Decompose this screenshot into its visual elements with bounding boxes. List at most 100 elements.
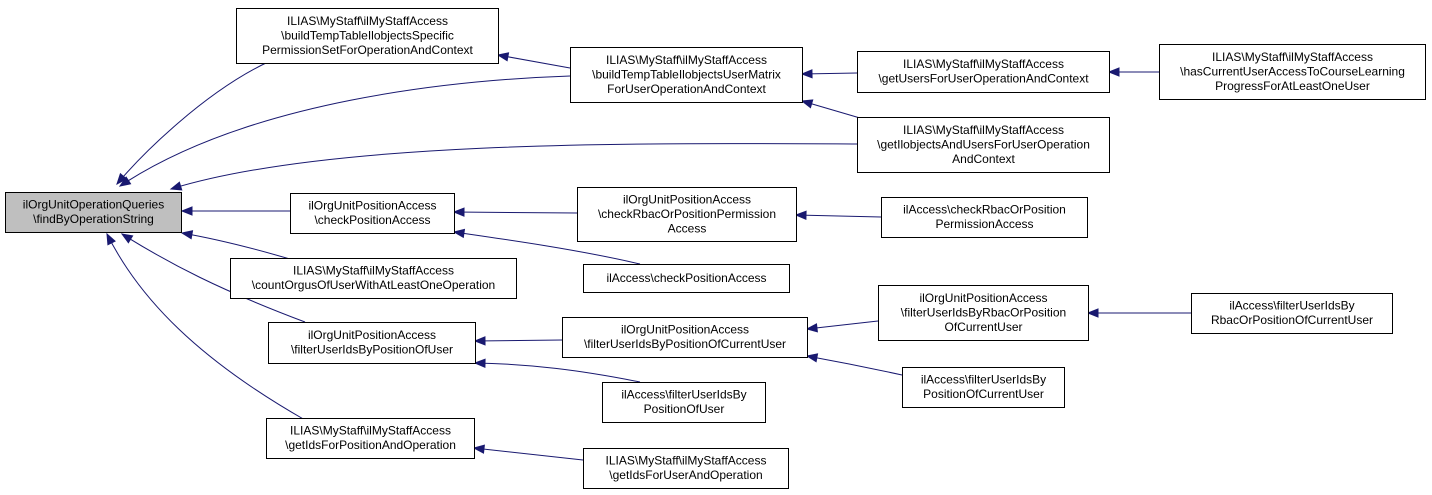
node-box[interactable] (266, 418, 475, 459)
node-n16[interactable]: ilAccess\filterUserIdsByPositionOfUser (602, 382, 766, 423)
node-label-line: ilOrgUnitPositionAccess (623, 192, 751, 206)
edge-line (106, 233, 306, 421)
node-n8[interactable]: ilAccess\checkRbacOrPositionPermissionAc… (881, 197, 1088, 238)
node-label-line: ilAccess\filterUserIdsBy (921, 373, 1046, 387)
edge-n10-root (180, 230, 301, 263)
node-n15[interactable]: ilAccess\filterUserIdsByPositionOfCurren… (902, 367, 1065, 408)
edge-line (474, 339, 563, 342)
node-label-line: PositionOfUser (644, 402, 725, 416)
node-label-line: \checkPositionAccess (314, 213, 430, 227)
edge-n13-n12 (805, 320, 879, 333)
edge-n2-n1 (496, 52, 571, 69)
node-box[interactable] (857, 51, 1110, 93)
edge-n6-root (180, 206, 290, 216)
node-box[interactable] (602, 382, 766, 423)
arrowhead (120, 233, 134, 244)
node-label-line: ilOrgUnitPositionAccess (308, 328, 436, 342)
node-label-line: ilOrgUnitOperationQueries (23, 198, 164, 212)
edge-n2-root (118, 75, 571, 187)
node-label-line: RbacOrPositionOfCurrentUser (1211, 313, 1373, 327)
node-label-line: ProgressForAtLeastOneUser (1215, 79, 1370, 93)
node-box[interactable] (857, 117, 1110, 173)
node-n6[interactable]: ilOrgUnitPositionAccess\checkPositionAcc… (290, 193, 455, 234)
node-box[interactable] (230, 258, 517, 299)
node-box[interactable] (5, 192, 182, 233)
node-n14[interactable]: ilAccess\filterUserIdsByRbacOrPositionOf… (1191, 293, 1393, 334)
node-label-line: ilOrgUnitPositionAccess (621, 323, 749, 337)
node-box[interactable] (881, 197, 1088, 238)
arrowhead (180, 206, 193, 216)
node-label-line: \getIdsForPositionAndOperation (285, 438, 456, 452)
node-n5[interactable]: ILIAS\MyStaff\ilMyStaffAccess\getIlobjec… (857, 117, 1110, 173)
edge-line (170, 143, 858, 190)
edge-n12-n11 (473, 336, 563, 346)
edge-n15-n12 (805, 353, 903, 376)
node-box[interactable] (570, 47, 803, 103)
arrowhead (452, 228, 466, 239)
edge-line (473, 447, 584, 461)
node-n3[interactable]: ILIAS\MyStaff\ilMyStaffAccess\getUsersFo… (857, 51, 1110, 93)
node-box[interactable] (236, 8, 499, 64)
edge-line (181, 232, 301, 263)
node-box[interactable] (1159, 44, 1426, 100)
arrowhead (118, 176, 132, 187)
node-n9[interactable]: ilAccess\checkPositionAccess (583, 264, 790, 293)
arrowhead (452, 207, 465, 217)
graph-nodes: ilOrgUnitOperationQueries\findByOperatio… (5, 8, 1426, 489)
arrowhead (805, 323, 818, 333)
node-label-line: ilOrgUnitPositionAccess (919, 291, 1047, 305)
node-label-line: ilAccess\checkPositionAccess (606, 271, 766, 285)
edge-line (119, 75, 571, 187)
node-label-line: ILIAS\MyStaff\ilMyStaffAccess (293, 264, 454, 278)
node-root[interactable]: ilOrgUnitOperationQueries\findByOperatio… (5, 192, 182, 233)
edge-n16-n11 (473, 358, 641, 383)
arrowhead (116, 172, 128, 186)
edge-line (806, 355, 903, 376)
node-box[interactable] (290, 193, 455, 234)
node-box[interactable] (583, 448, 789, 489)
arrowhead (794, 210, 807, 220)
edge-n5-root (169, 143, 858, 191)
node-n10[interactable]: ILIAS\MyStaff\ilMyStaffAccess\countOrgus… (230, 258, 517, 299)
node-n17[interactable]: ILIAS\MyStaff\ilMyStaffAccess\getIdsForP… (266, 418, 475, 459)
node-label-line: ilOrgUnitPositionAccess (308, 199, 436, 213)
node-label-line: \checkRbacOrPositionPermission (598, 207, 776, 221)
node-n12[interactable]: ilOrgUnitPositionAccess\filterUserIdsByP… (562, 317, 808, 358)
arrowhead (1107, 67, 1120, 77)
node-label-line: ILIAS\MyStaff\ilMyStaffAccess (290, 424, 451, 438)
node-label-line: ILIAS\MyStaff\ilMyStaffAccess (903, 57, 1064, 71)
node-box[interactable] (562, 317, 808, 358)
node-n1[interactable]: ILIAS\MyStaff\ilMyStaffAccess\buildTempT… (236, 8, 499, 64)
node-label-line: ilAccess\filterUserIdsBy (621, 388, 746, 402)
node-box[interactable] (878, 285, 1089, 341)
arrowhead (496, 52, 510, 62)
node-label-line: Access (668, 221, 707, 235)
arrowhead (805, 353, 819, 363)
node-label-line: \hasCurrentUserAccessToCourseLearning (1180, 64, 1405, 78)
edge-n7-n6 (452, 207, 578, 217)
node-n13[interactable]: ilOrgUnitPositionAccess\filterUserIdsByR… (878, 285, 1089, 341)
node-label-line: ilAccess\checkRbacOrPosition (903, 203, 1066, 217)
node-label-line: PermissionAccess (935, 217, 1033, 231)
node-label-line: \filterUserIdsByRbacOrPosition (901, 305, 1066, 319)
edge-n5-n2 (800, 99, 861, 119)
node-label-line: ILIAS\MyStaff\ilMyStaffAccess (606, 53, 767, 67)
edge-n17-root (106, 232, 306, 421)
node-box[interactable] (583, 264, 790, 293)
node-label-line: ILIAS\MyStaff\ilMyStaffAccess (1212, 50, 1373, 64)
node-n4[interactable]: ILIAS\MyStaff\ilMyStaffAccess\hasCurrent… (1159, 44, 1426, 100)
edge-n9-n6 (452, 228, 641, 265)
arrowhead (473, 336, 486, 346)
node-n2[interactable]: ILIAS\MyStaff\ilMyStaffAccess\buildTempT… (570, 47, 803, 103)
node-label-line: ILIAS\MyStaff\ilMyStaffAccess (287, 14, 448, 28)
node-box[interactable] (577, 187, 797, 242)
node-n18[interactable]: ILIAS\MyStaff\ilMyStaffAccess\getIdsForU… (583, 448, 789, 489)
edge-n1-root (116, 61, 269, 186)
node-box[interactable] (268, 322, 476, 364)
node-label-line: PositionOfCurrentUser (923, 387, 1044, 401)
node-n11[interactable]: ilOrgUnitPositionAccess\filterUserIdsByP… (268, 322, 476, 364)
node-box[interactable] (1191, 293, 1393, 334)
node-box[interactable] (902, 367, 1065, 408)
node-n7[interactable]: ilOrgUnitPositionAccess\checkRbacOrPosit… (577, 187, 797, 242)
